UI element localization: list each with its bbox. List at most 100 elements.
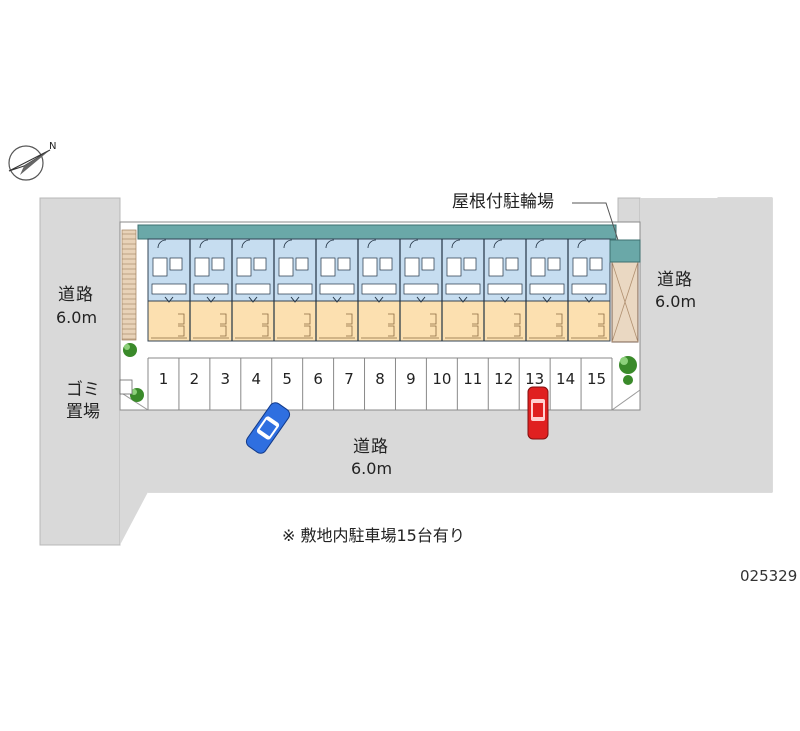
unit-bath: [530, 257, 546, 277]
unit-closet: [472, 313, 479, 325]
unit-closet: [388, 313, 395, 325]
unit-stair-mark: [500, 296, 510, 303]
unit-bath: [446, 257, 462, 277]
bike-parking-hatch: [611, 261, 639, 343]
unit-door: [199, 239, 209, 249]
parking-space-number: 11: [463, 370, 482, 388]
unit-toilet: [589, 257, 603, 271]
unit-stair-mark: [290, 296, 300, 303]
car-red: [527, 386, 549, 440]
unit-bath: [488, 257, 504, 277]
unit-closet: [220, 325, 227, 337]
unit-closet: [262, 313, 269, 325]
road-east-name: 道路: [657, 270, 693, 290]
unit-toilet: [505, 257, 519, 271]
unit-bath: [194, 257, 210, 277]
tree-garbage: [130, 388, 144, 402]
unit-closet: [430, 325, 437, 337]
unit-kitchen: [151, 283, 187, 295]
unit-stair-mark: [206, 296, 216, 303]
parking-space-number: 1: [159, 370, 169, 388]
compass-north-label: N: [49, 141, 57, 152]
unit-door: [325, 239, 335, 249]
property-code: 025329: [740, 567, 798, 585]
unit-bath: [152, 257, 168, 277]
unit-closet: [304, 325, 311, 337]
unit-door: [409, 239, 419, 249]
unit-kitchen: [277, 283, 313, 295]
unit-stair-mark: [542, 296, 552, 303]
unit-closet: [304, 313, 311, 325]
unit-door: [157, 239, 167, 249]
unit-closet: [388, 325, 395, 337]
unit-closet: [556, 313, 563, 325]
unit-stair-mark: [458, 296, 468, 303]
car-blue: [245, 402, 291, 454]
bike-parking-roof: [609, 239, 641, 263]
stair-strip: [121, 229, 137, 341]
unit-kitchen: [319, 283, 355, 295]
stair-lines: [122, 233, 136, 340]
unit-stair-mark: [164, 296, 174, 303]
building-roof: [137, 224, 617, 240]
parking-space-number: 3: [221, 370, 231, 388]
unit-kitchen: [445, 283, 481, 295]
unit-toilet: [463, 257, 477, 271]
unit-toilet: [169, 257, 183, 271]
unit-closet: [346, 325, 353, 337]
bike-parking-leader: [572, 202, 619, 241]
unit-kitchen: [235, 283, 271, 295]
unit-door: [493, 239, 503, 249]
parking-space-number: 5: [282, 370, 292, 388]
compass-icon: [8, 145, 51, 181]
road-chamfer-se: [611, 389, 641, 411]
garbage-area-box: [119, 379, 133, 395]
unit-door: [241, 239, 251, 249]
unit-bath: [362, 257, 378, 277]
unit-stair-mark: [248, 296, 258, 303]
unit-kitchen: [361, 283, 397, 295]
unit-bath: [278, 257, 294, 277]
unit-kitchen: [529, 283, 565, 295]
parking-note: ※ 敷地内駐車場15台有り: [282, 526, 465, 545]
unit-bath: [320, 257, 336, 277]
road-south-corner: [120, 492, 148, 545]
parking-space-number: 12: [494, 370, 513, 388]
unit-kitchen: [193, 283, 229, 295]
unit-closet: [598, 325, 605, 337]
unit-toilet: [421, 257, 435, 271]
parking-space-number: 6: [313, 370, 323, 388]
unit-stair-mark: [332, 296, 342, 303]
unit-toilet: [337, 257, 351, 271]
unit-bath: [404, 257, 420, 277]
parking-space-number: 9: [406, 370, 416, 388]
unit-closet: [598, 313, 605, 325]
unit-closet: [220, 313, 227, 325]
road-west-name: 道路: [58, 285, 94, 305]
road-south-width: 6.0m: [351, 459, 393, 478]
unit-closet: [430, 313, 437, 325]
unit-closet: [178, 325, 185, 337]
garbage-area-label-line1: ゴミ: [66, 380, 100, 400]
tree-east: [619, 356, 637, 385]
unit-toilet: [379, 257, 393, 271]
parking-space-number: 14: [556, 370, 575, 388]
unit-kitchen: [487, 283, 523, 295]
unit-stair-mark: [416, 296, 426, 303]
unit-toilet: [547, 257, 561, 271]
unit-closet: [346, 313, 353, 325]
road-east-outer: [718, 198, 772, 492]
unit-stair-mark: [374, 296, 384, 303]
unit-bath: [236, 257, 252, 277]
unit-closet: [472, 325, 479, 337]
unit-closet: [514, 313, 521, 325]
tree-west: [123, 343, 137, 357]
road-east-band: [640, 198, 718, 430]
unit-door: [367, 239, 377, 249]
bicycle-parking-label: 屋根付駐輪場: [452, 192, 554, 212]
building-units: [151, 239, 607, 341]
unit-closet: [556, 325, 563, 337]
